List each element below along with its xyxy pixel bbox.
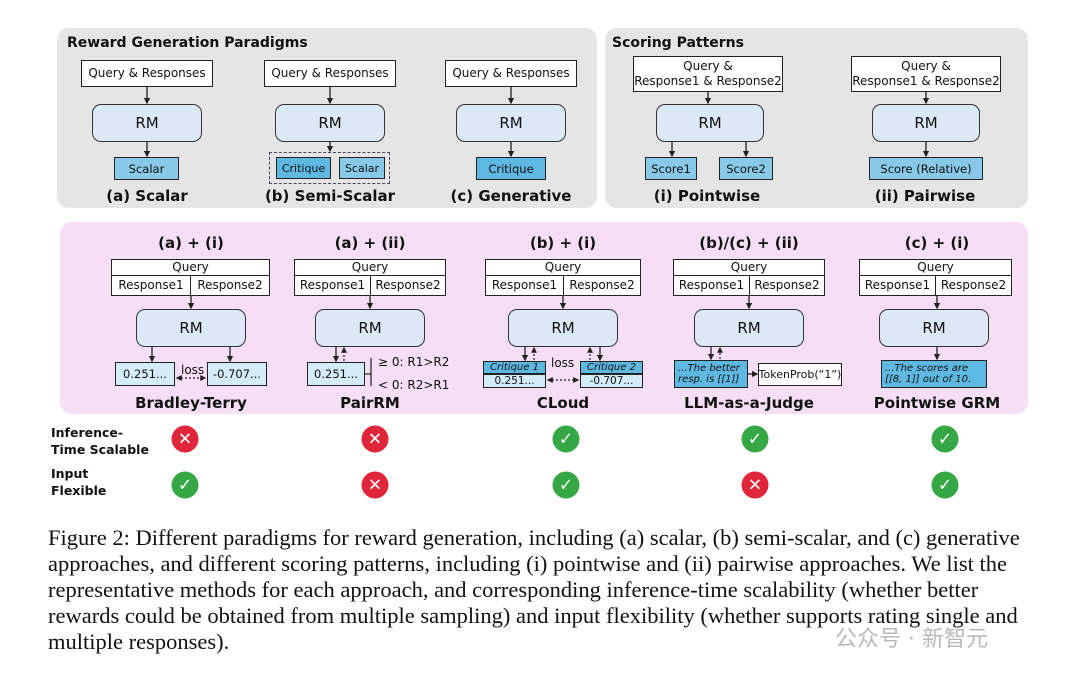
judge-query: Query <box>673 259 825 276</box>
cloud-header: (b) + (i) <box>529 234 597 252</box>
semi-scalar-rm-box: RM <box>275 104 385 142</box>
cloud-loss-label: loss <box>551 356 575 370</box>
generative-rm-box: RM <box>456 104 566 142</box>
judge-response2: Response2 <box>749 275 825 296</box>
grm-flexible-icon: ✓ <box>931 471 959 499</box>
scalar-rm-box: RM <box>92 104 202 142</box>
cloud-critique2: Critique 2 <box>580 361 643 374</box>
bt-loss-label: loss <box>181 363 205 377</box>
scalar-input-box: Query & Responses <box>81 60 213 87</box>
pointwise-input-box: Query & Response1 & Response2 <box>633 56 783 92</box>
pairrm-header: (a) + (ii) <box>334 234 406 252</box>
bt-query: Query <box>111 259 270 276</box>
bt-method-name: Bradley-Terry <box>135 394 247 412</box>
grm-rm-box: RM <box>879 309 989 347</box>
judge-tokenprob: TokenProb(“1”) <box>758 363 842 386</box>
watermark: 公众号 · 新智元 <box>835 627 988 652</box>
cloud-score1: 0.251... <box>483 374 546 388</box>
pairrm-condition1: ≥ 0: R1>R2 <box>378 355 450 369</box>
flexible-row-label-line2: Flexible <box>51 483 107 498</box>
cloud-scalable-icon: ✓ <box>552 425 580 453</box>
semi-scalar-scalar: Scalar <box>339 157 385 179</box>
generative-input-box: Query & Responses <box>445 60 577 87</box>
pairrm-scalable-icon: ✕ <box>361 425 389 453</box>
grm-query: Query <box>859 259 1012 276</box>
pointwise-score1: Score1 <box>645 157 697 180</box>
scalar-caption: (a) Scalar <box>106 187 188 205</box>
grm-scalable-icon: ✓ <box>931 425 959 453</box>
pointwise-caption: (i) Pointwise <box>653 187 761 205</box>
bt-score2: -0.707... <box>207 362 267 386</box>
bt-rm-box: RM <box>136 309 246 347</box>
semi-scalar-critique: Critique <box>276 157 331 179</box>
judge-response1: Response1 <box>673 275 750 296</box>
bt-scalable-icon: ✕ <box>171 425 199 453</box>
pairwise-input-line1: Query & <box>901 59 951 73</box>
pairrm-rm-box: RM <box>315 309 425 347</box>
pairwise-input-line2: Response1 & Response2 <box>852 74 1000 88</box>
semi-scalar-input-box: Query & Responses <box>264 60 396 87</box>
bt-response2: Response2 <box>190 275 270 296</box>
generative-caption: (c) Generative <box>450 187 572 205</box>
cloud-method-name: CLoud <box>536 394 590 412</box>
pointwise-score2: Score2 <box>719 157 773 180</box>
pointwise-input-line1: Query & <box>683 59 733 73</box>
cloud-rm-box: RM <box>508 309 618 347</box>
grm-response2: Response2 <box>935 275 1012 296</box>
pointwise-rm-box: RM <box>656 104 764 142</box>
grm-critique-output: ...The scores are [[8, 1]] out of 10. <box>881 360 987 388</box>
pointwise-input-line2: Response1 & Response2 <box>634 74 782 88</box>
pairwise-input-box: Query & Response1 & Response2 <box>851 56 1001 92</box>
cloud-flexible-icon: ✓ <box>552 471 580 499</box>
scalable-row-label-line1: Inference- <box>51 425 124 440</box>
judge-flexible-icon: ✕ <box>741 471 769 499</box>
figure-caption: Figure 2: Different paradigms for reward… <box>48 525 1020 654</box>
pairwise-rm-box: RM <box>872 104 980 142</box>
cloud-response2: Response2 <box>563 275 641 296</box>
bt-header: (a) + (i) <box>158 234 224 252</box>
cloud-response1: Response1 <box>485 275 564 296</box>
bt-flexible-icon: ✓ <box>171 471 199 499</box>
semi-scalar-caption: (b) Semi-Scalar <box>264 187 396 205</box>
reward-generation-title: Reward Generation Paradigms <box>67 35 308 51</box>
cloud-score2: -0.707... <box>580 374 643 388</box>
pairrm-method-name: PairRM <box>340 394 400 412</box>
pairrm-condition2: < 0: R2>R1 <box>378 378 450 392</box>
judge-header: (b)/(c) + (ii) <box>699 234 799 252</box>
cloud-critique1: Critique 1 <box>483 361 546 374</box>
pairrm-response2: Response2 <box>370 275 446 296</box>
bt-response1: Response1 <box>111 275 191 296</box>
judge-rm-box: RM <box>694 309 804 347</box>
pairrm-score: 0.251... <box>307 362 365 386</box>
cloud-query: Query <box>485 259 641 276</box>
flexible-row-label-line1: Input <box>51 466 89 481</box>
pairrm-flexible-icon: ✕ <box>361 471 389 499</box>
grm-method-name: Pointwise GRM <box>873 394 1001 412</box>
pairrm-query: Query <box>294 259 446 276</box>
scalable-row-label-line2: Time Scalable <box>51 442 149 457</box>
scoring-patterns-title: Scoring Patterns <box>612 35 744 51</box>
generative-output: Critique <box>476 157 546 180</box>
judge-scalable-icon: ✓ <box>741 425 769 453</box>
judge-method-name: LLM-as-a-Judge <box>684 394 814 412</box>
pairrm-response1: Response1 <box>294 275 371 296</box>
flexible-row-label: Input Flexible <box>51 465 106 499</box>
scalable-row-label: Inference- Time Scalable <box>51 424 149 458</box>
bt-score1: 0.251... <box>115 362 175 386</box>
judge-critique-output: ...The better resp. is [[1]] <box>674 360 748 388</box>
grm-response1: Response1 <box>859 275 936 296</box>
pairwise-caption: (ii) Pairwise <box>874 187 976 205</box>
grm-header: (c) + (i) <box>904 234 970 252</box>
scalar-output: Scalar <box>114 157 179 180</box>
semi-scalar-output-group <box>269 152 390 184</box>
pairwise-score-relative: Score (Relative) <box>869 157 983 180</box>
